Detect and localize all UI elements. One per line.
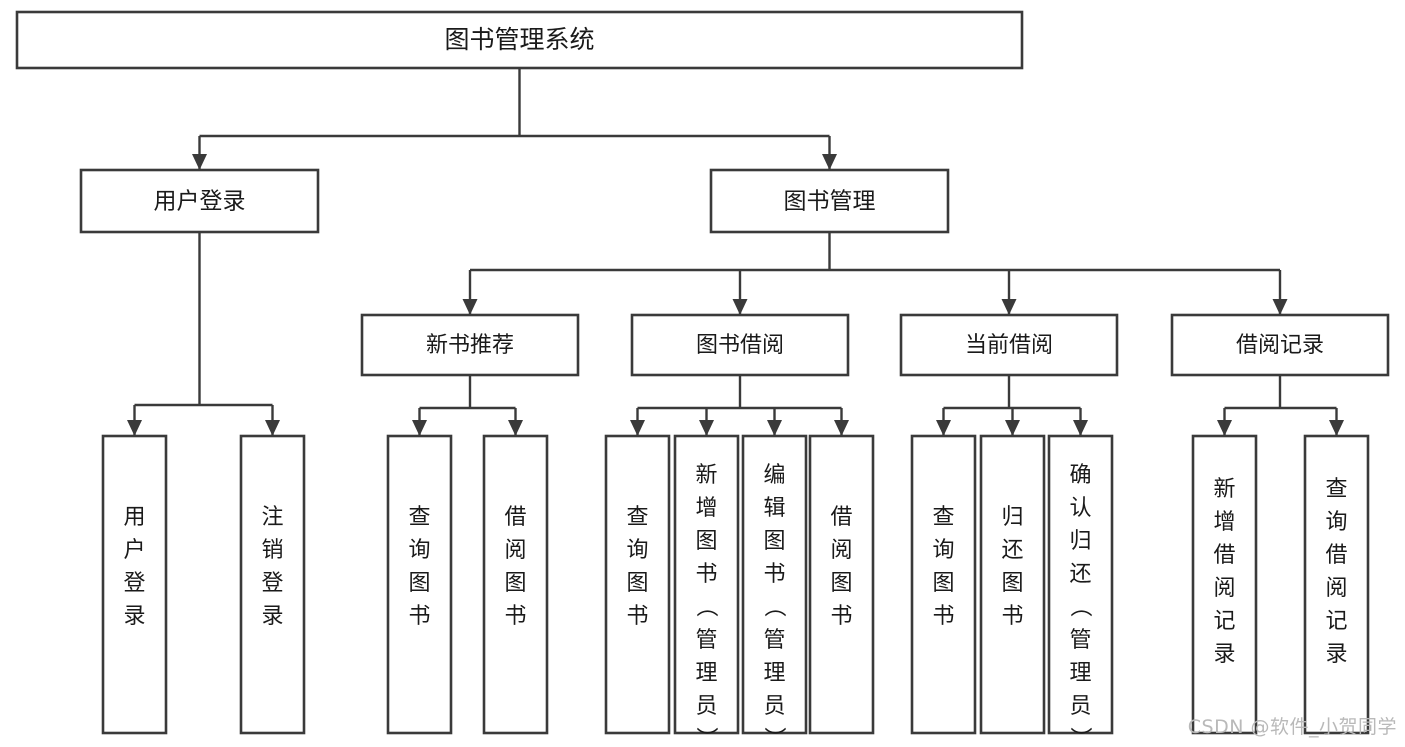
- node-leaf-3[interactable]: 借阅图书: [482, 434, 549, 735]
- node-box[interactable]: [386, 434, 453, 735]
- node-level2-图书借阅[interactable]: 图书借阅: [630, 313, 850, 377]
- node-box[interactable]: [1047, 434, 1114, 735]
- node-leaf-7[interactable]: 借阅图书: [808, 434, 875, 735]
- node-root-图书管理系统[interactable]: 图书管理系统: [15, 10, 1024, 70]
- node-box[interactable]: [1170, 313, 1390, 377]
- node-label-vertical: 确认归还（管理员）: [1069, 463, 1092, 747]
- node-level2-当前借阅[interactable]: 当前借阅: [899, 313, 1119, 377]
- node-leaf-2[interactable]: 查询图书: [386, 434, 453, 735]
- node-leaf-5[interactable]: 新增图书（管理员）: [673, 434, 740, 747]
- node-label: 图书借阅: [696, 333, 784, 358]
- arrow-head-icon: [508, 420, 523, 436]
- arrow-head-icon: [767, 420, 782, 436]
- arrow-head-icon: [1329, 420, 1344, 436]
- arrow-head-icon: [265, 420, 280, 436]
- arrow-head-icon: [462, 299, 478, 315]
- node-box[interactable]: [979, 434, 1046, 735]
- node-label-vertical: 新增借阅记录: [1213, 477, 1235, 667]
- arrow-head-icon: [822, 154, 837, 170]
- arrow-head-icon: [936, 420, 951, 436]
- node-leaf-0[interactable]: 用户登录: [101, 434, 168, 735]
- node-leaf-11[interactable]: 新增借阅记录: [1191, 434, 1258, 735]
- arrow-head-icon: [1001, 299, 1017, 315]
- node-box[interactable]: [15, 10, 1024, 70]
- node-leaf-6[interactable]: 编辑图书（管理员）: [741, 434, 808, 747]
- node-label-vertical: 归还图书: [1001, 505, 1023, 629]
- arrow-head-icon: [1217, 420, 1232, 436]
- node-box[interactable]: [910, 434, 977, 735]
- arrow-head-icon: [127, 420, 142, 436]
- node-box[interactable]: [101, 434, 168, 735]
- arrow-head-icon: [834, 420, 849, 436]
- node-level2-借阅记录[interactable]: 借阅记录: [1170, 313, 1390, 377]
- node-box[interactable]: [673, 434, 740, 735]
- watermark-text: CSDN @软件_小贺同学: [1187, 716, 1397, 738]
- node-label: 图书管理: [784, 189, 876, 215]
- node-leaf-1[interactable]: 注销登录: [239, 434, 306, 735]
- node-box[interactable]: [1303, 434, 1370, 735]
- node-label-vertical: 借阅图书: [504, 505, 526, 629]
- node-label: 借阅记录: [1236, 333, 1324, 358]
- arrow-head-icon: [1073, 420, 1088, 436]
- arrow-head-icon: [1272, 299, 1288, 315]
- node-label: 用户登录: [154, 189, 246, 215]
- node-label: 当前借阅: [965, 333, 1053, 358]
- nodes-layer: 图书管理系统用户登录图书管理新书推荐图书借阅当前借阅借阅记录用户登录注销登录查询…: [15, 10, 1390, 747]
- node-box[interactable]: [79, 168, 320, 234]
- node-box[interactable]: [239, 434, 306, 735]
- node-label-vertical: 查询借阅记录: [1325, 477, 1347, 667]
- node-level1-用户登录[interactable]: 用户登录: [79, 168, 320, 234]
- node-box[interactable]: [604, 434, 671, 735]
- arrow-head-icon: [1005, 420, 1020, 436]
- node-box[interactable]: [899, 313, 1119, 377]
- node-label-vertical: 用户登录: [123, 505, 145, 629]
- arrow-head-icon: [699, 420, 714, 436]
- node-leaf-12[interactable]: 查询借阅记录: [1303, 434, 1370, 735]
- node-box[interactable]: [808, 434, 875, 735]
- node-label: 图书管理系统: [444, 25, 594, 54]
- arrow-head-icon: [732, 299, 748, 315]
- node-level1-图书管理[interactable]: 图书管理: [709, 168, 950, 234]
- node-box[interactable]: [709, 168, 950, 234]
- arrow-head-icon: [412, 420, 427, 436]
- node-label-vertical: 查询图书: [626, 505, 648, 629]
- node-level2-新书推荐[interactable]: 新书推荐: [360, 313, 580, 377]
- node-box[interactable]: [482, 434, 549, 735]
- node-label-vertical: 新增图书（管理员）: [695, 463, 718, 747]
- node-label-vertical: 查询图书: [932, 505, 954, 629]
- arrow-head-icon: [192, 154, 207, 170]
- node-label-vertical: 借阅图书: [830, 505, 852, 629]
- node-leaf-9[interactable]: 归还图书: [979, 434, 1046, 735]
- node-label: 新书推荐: [426, 333, 514, 358]
- node-box[interactable]: [1191, 434, 1258, 735]
- node-box[interactable]: [741, 434, 808, 735]
- arrow-head-icon: [630, 420, 645, 436]
- node-leaf-10[interactable]: 确认归还（管理员）: [1047, 434, 1114, 747]
- node-box[interactable]: [630, 313, 850, 377]
- node-label-vertical: 注销登录: [261, 505, 283, 629]
- node-box[interactable]: [360, 313, 580, 377]
- node-leaf-4[interactable]: 查询图书: [604, 434, 671, 735]
- node-label-vertical: 编辑图书（管理员）: [763, 463, 786, 747]
- node-leaf-8[interactable]: 查询图书: [910, 434, 977, 735]
- edges-layer: [127, 68, 1344, 436]
- node-label-vertical: 查询图书: [408, 505, 430, 629]
